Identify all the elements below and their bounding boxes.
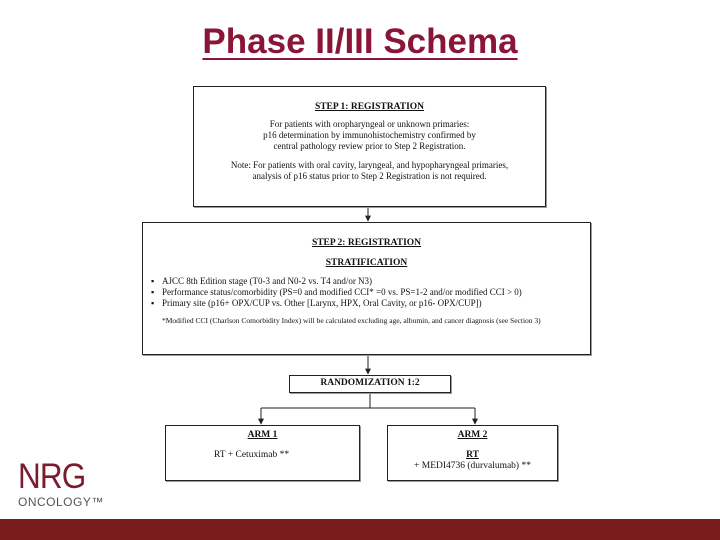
arm2-line1: RT [466,450,479,460]
stratification-item: Performance status/comorbidity (PS=0 and… [151,287,590,298]
arm2-box: ARM 2 RT + MEDI4736 (durvalumab) ** [387,425,558,481]
step2-footnote: *Modified CCI (Charlson Comorbidity Inde… [162,316,541,325]
step2-heading: STEP 2: REGISTRATION [311,238,422,248]
stratification-item: AJCC 8th Edition stage (T0-3 and N0-2 vs… [151,276,590,287]
stratification-list: AJCC 8th Edition stage (T0-3 and N0-2 vs… [143,276,590,309]
arm2-line2: + MEDI4736 (durvalumab) ** [414,461,531,471]
step1-note1: Note: For patients with oral cavity, lar… [230,160,509,170]
randomization-box: RANDOMIZATION 1:2 [289,375,451,393]
step1-line1: For patients with oropharyngeal or unkno… [269,119,470,129]
step1-line3: central pathology review prior to Step 2… [273,141,466,151]
arm1-box: ARM 1 RT + Cetuximab ** [165,425,360,481]
arm1-text: RT + Cetuximab ** [214,450,290,460]
stratification-item: Primary site (p16+ OPX/CUP vs. Other [La… [151,298,590,309]
nrg-oncology-logo: NRG ONCOLOGY™ [18,458,128,514]
stratification-heading: STRATIFICATION [325,258,408,268]
logo-sub-text: ONCOLOGY™ [18,495,104,509]
footer-bar [0,519,720,540]
logo-main-text: NRG [18,457,86,496]
step1-registration-box: STEP 1: REGISTRATION For patients with o… [193,86,546,207]
slide-title: Phase II/III Schema [202,22,518,61]
step2-registration-box: STEP 2: REGISTRATION STRATIFICATION AJCC… [142,222,591,355]
step1-note2: analysis of p16 status prior to Step 2 R… [252,171,487,181]
step1-heading: STEP 1: REGISTRATION [314,102,425,112]
arm1-heading: ARM 1 [247,430,278,440]
step1-line2: p16 determination by immunohistochemistr… [263,130,476,140]
arm2-heading: ARM 2 [457,430,488,440]
